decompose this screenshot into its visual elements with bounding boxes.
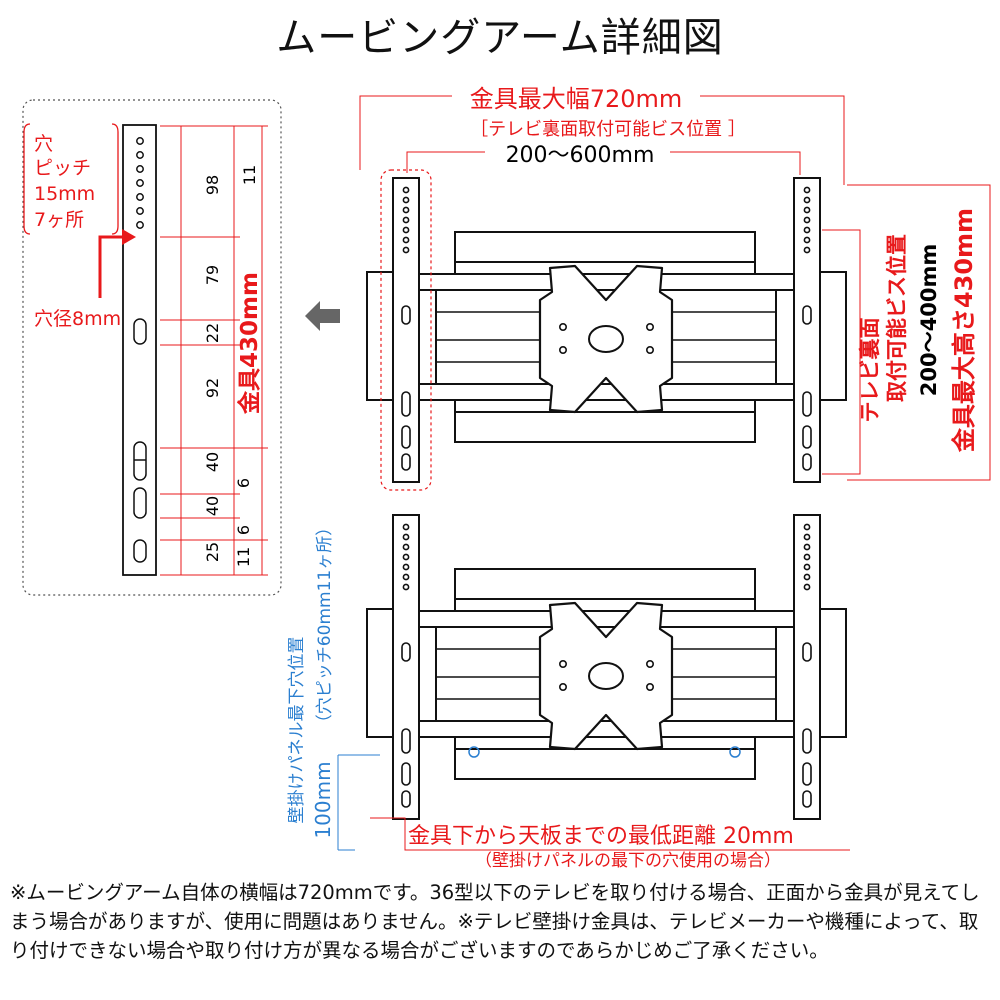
dim-40b: 40	[203, 496, 222, 516]
clearance-label-1: 金具下から天板までの最低距離 20mm	[408, 824, 794, 849]
page-title: ムービングアーム詳細図	[276, 15, 724, 61]
pitch-label-2: ピッチ	[34, 157, 91, 179]
pitch-label-1: 穴	[34, 133, 53, 155]
hole-diameter-label: 穴径8mm	[34, 308, 121, 330]
vesa-v-caption-1: テレビ裏面	[858, 318, 882, 423]
panel-caption-2: （穴ピッチ60mm11ヶ所）	[315, 519, 335, 731]
dim-98: 98	[203, 175, 222, 195]
panel-hole-right	[729, 746, 741, 758]
panel-annotations: 壁掛けパネル最下穴位置 （穴ピッチ60mm11ヶ所） 100mm	[287, 519, 380, 851]
arm-bottom-view	[365, 513, 848, 821]
clearance-annotation: 金具下から天板までの最低距離 20mm （壁掛けパネルの最下の穴使用の場合）	[370, 817, 850, 871]
rail-detail-panel: 穴 ピッチ 15mm 7ヶ所 穴径8mm 98 79 22 92 40 40 2…	[22, 99, 282, 596]
vesa-v-caption-2: 取付可能ビス位置	[885, 234, 909, 402]
dim-6-lower: 6	[234, 525, 253, 535]
dim-40a: 40	[203, 452, 222, 472]
right-dimensions: テレビ裏面 取付可能ビス位置 200〜400mm 金具最大高さ430mm	[822, 184, 991, 481]
arrow-head-icon	[122, 229, 136, 245]
panel-hole-left	[468, 746, 480, 758]
dim-22: 22	[203, 323, 222, 343]
pointer-left-icon	[305, 301, 340, 331]
dim-79: 79	[203, 265, 222, 285]
dim-6-upper: 6	[234, 478, 253, 488]
dim-92: 92	[203, 378, 222, 398]
panel-height-label: 100mm	[311, 761, 335, 838]
hole-pointer-arrow	[98, 235, 122, 298]
vesa-h-range: 200〜600mm	[506, 143, 655, 168]
arm-top-view	[365, 169, 848, 491]
dim-25: 25	[203, 542, 222, 562]
pitch-label-4: 7ヶ所	[34, 209, 84, 231]
max-width-label: 金具最大幅720mm	[470, 85, 683, 113]
notes-paragraph: ※ムービングアーム自体の横幅は720mmです。36型以下のテレビを取り付ける場合…	[10, 881, 980, 962]
rail-profile	[122, 124, 157, 576]
top-dimensions: 金具最大幅720mm ［テレビ裏面取付可能ビス位置 ］ 200〜600mm	[359, 85, 845, 185]
dim-11-bottom: 11	[234, 547, 253, 567]
dim-11-top: 11	[240, 165, 259, 185]
vesa-h-caption: ［テレビ裏面取付可能ビス位置 ］	[470, 119, 746, 140]
panel-caption-1: 壁掛けパネル最下穴位置	[287, 637, 307, 824]
max-height-label: 金具最大高さ430mm	[950, 208, 978, 453]
clearance-label-2: （壁掛けパネルの最下の穴使用の場合）	[475, 850, 781, 871]
pitch-label-3: 15mm	[34, 183, 95, 205]
vesa-v-range: 200〜400mm	[917, 244, 941, 396]
bracket-height-label: 金具430mm	[236, 272, 263, 415]
